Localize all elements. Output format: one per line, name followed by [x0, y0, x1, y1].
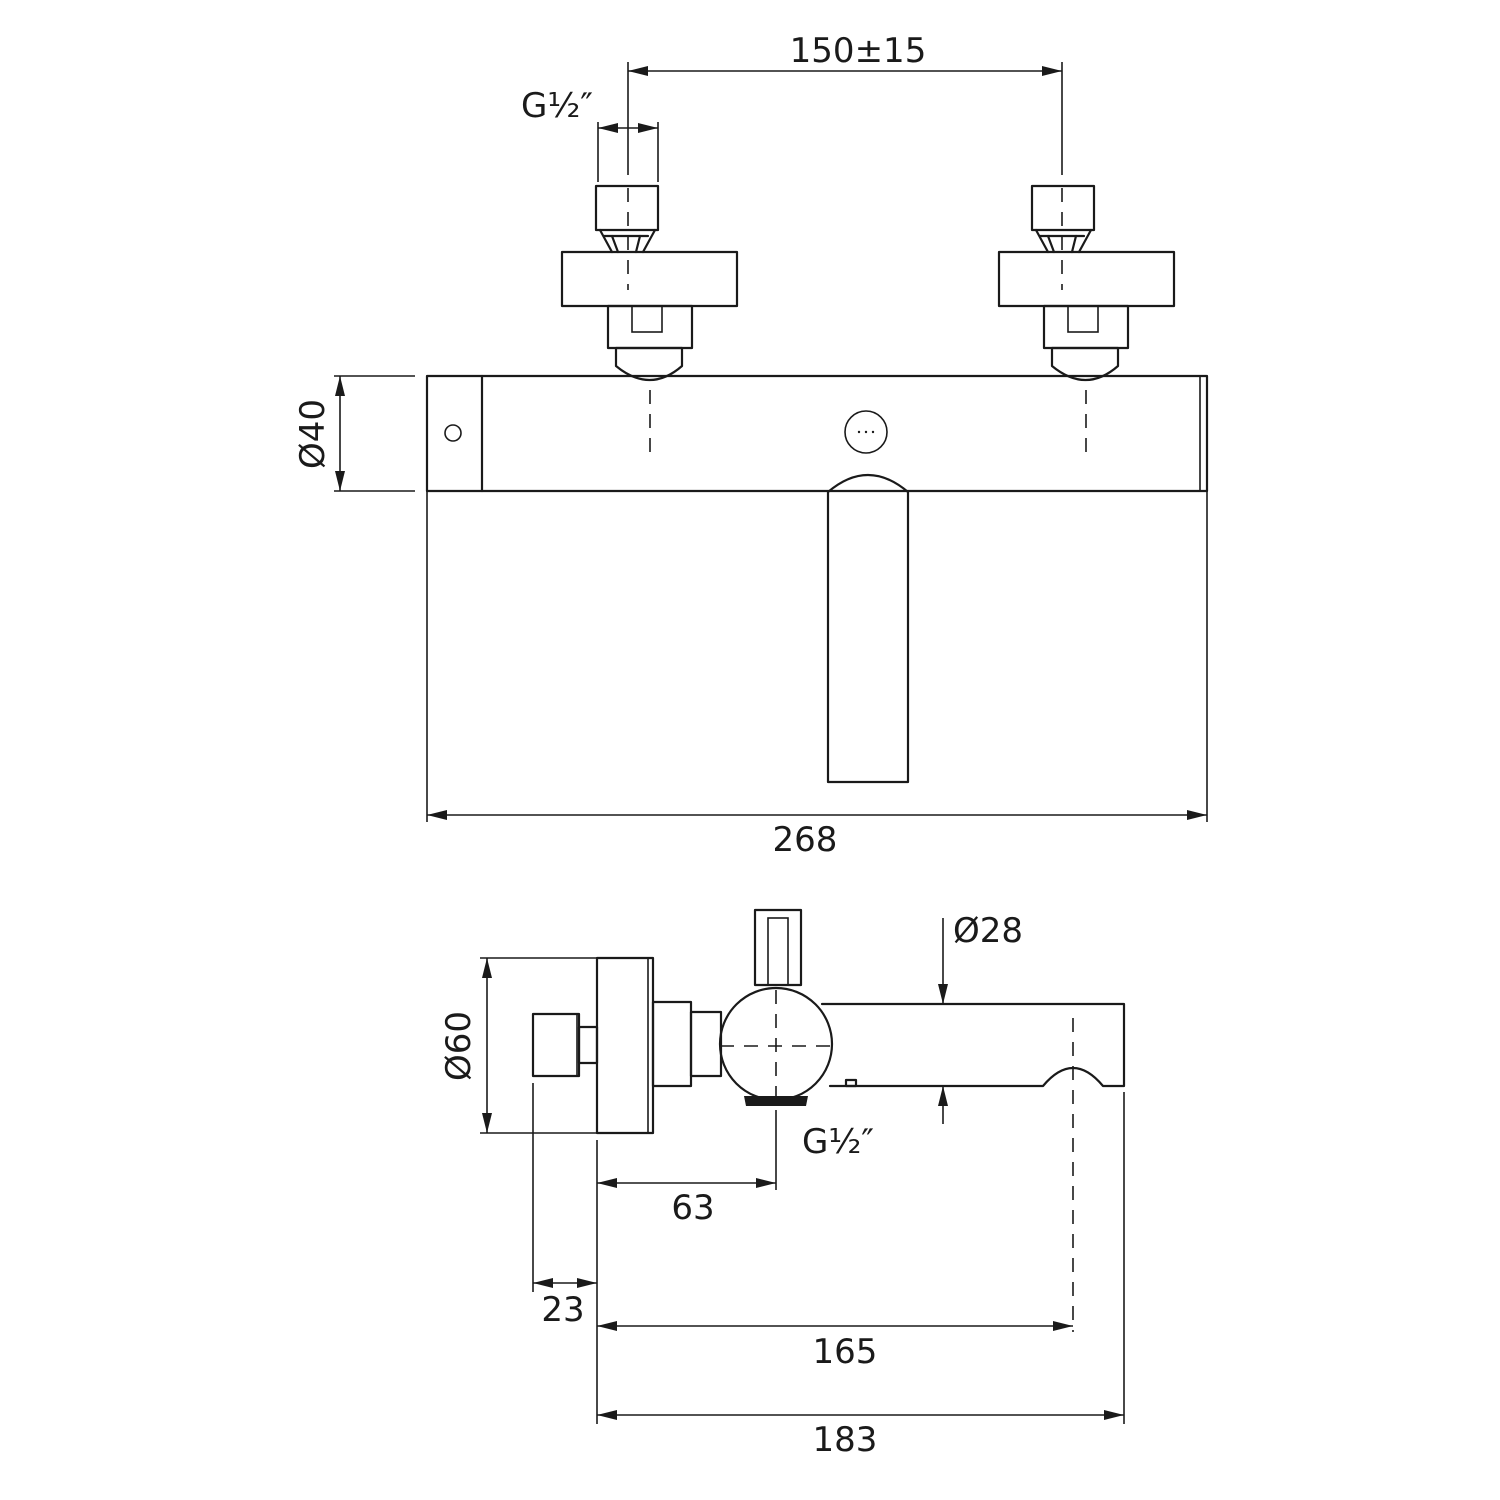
overall-depth-label: 183	[813, 1420, 878, 1460]
inlet-spacing-label: 150±15	[790, 31, 927, 71]
side-view: Ø28 Ø60 G½″ 63 23 165 183	[439, 908, 1126, 1460]
spout-reach-label: 165	[813, 1332, 878, 1372]
left-inlet-connector	[560, 184, 739, 458]
front-view: 150±15 G½″ Ø40 268	[293, 31, 1209, 860]
mixer-body	[425, 374, 1209, 493]
spout	[826, 473, 910, 784]
inlet-thread-label: G½″	[521, 86, 593, 126]
right-inlet-connector	[997, 184, 1176, 458]
spout-diameter-label: Ø28	[953, 911, 1023, 951]
side-spout	[820, 1002, 1126, 1088]
flange-diameter-label: Ø60	[439, 1011, 479, 1081]
inlet-projection-label: 23	[541, 1290, 584, 1330]
overall-width-label: 268	[773, 820, 838, 860]
body-diameter-label: Ø40	[293, 399, 333, 469]
side-body	[718, 986, 834, 1106]
inlet-flange	[531, 956, 723, 1135]
outlet-thread-label: G½″	[802, 1122, 874, 1162]
lever-handle	[753, 908, 803, 987]
outlet-offset-label: 63	[671, 1188, 714, 1228]
